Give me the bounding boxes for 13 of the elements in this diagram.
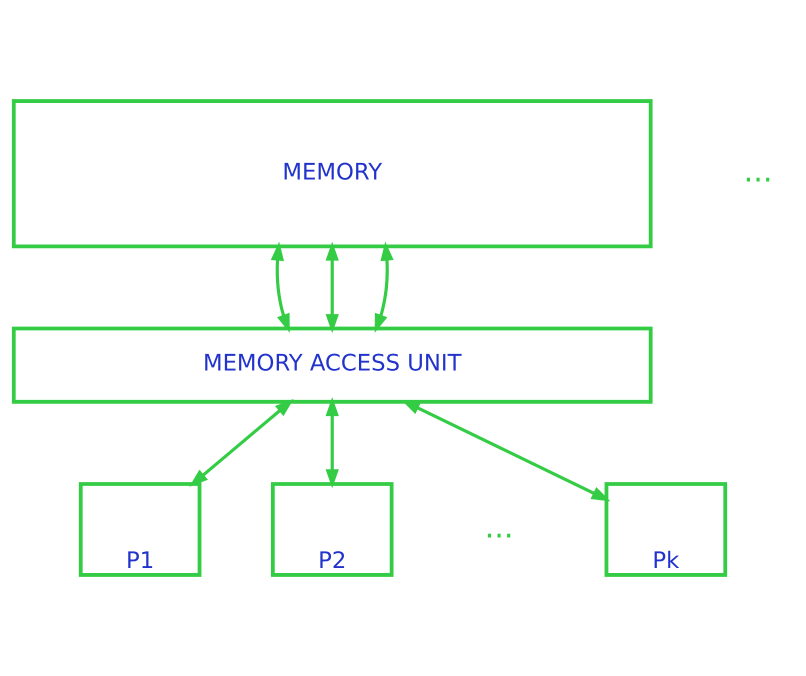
node-box: Pk xyxy=(604,482,728,577)
node-box: P2 xyxy=(270,482,394,577)
label: ... xyxy=(744,154,773,190)
label: ... xyxy=(484,510,514,546)
node-box: MEMORY ACCESS UNIT xyxy=(12,326,653,404)
arrow xyxy=(401,400,610,502)
node-box: MEMORY xyxy=(12,99,653,248)
arrow xyxy=(326,242,339,334)
arrow xyxy=(270,242,290,333)
node-box: P1 xyxy=(78,482,202,577)
arrow xyxy=(326,397,339,488)
arrow xyxy=(374,242,394,333)
arrow xyxy=(189,398,294,487)
